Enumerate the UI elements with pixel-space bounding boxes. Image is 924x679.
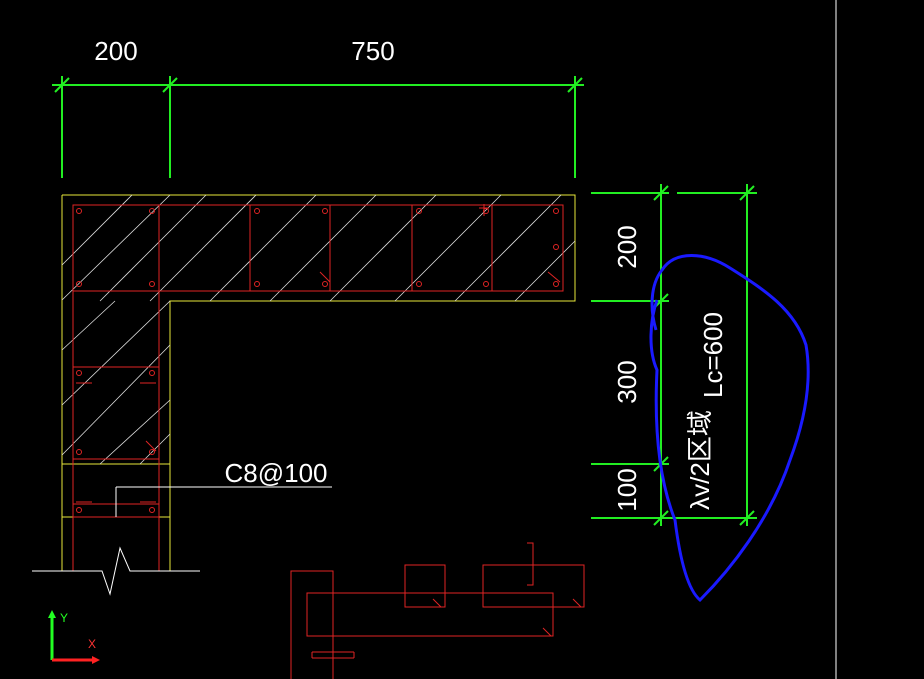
rebar-bar [149, 208, 155, 214]
hatch-line [61, 300, 171, 406]
rebar-bar [76, 449, 82, 455]
rebar-bar [149, 449, 155, 455]
rebar-hook-4 [547, 271, 561, 283]
rebar-tie-3 [72, 366, 160, 460]
detail-hook-2 [542, 627, 552, 637]
right-tick-5 [739, 185, 755, 201]
hatch-line [99, 399, 171, 465]
wall-outer-boundary [62, 194, 576, 571]
region-label: λv/2区域 [685, 410, 715, 510]
detail-tie-1 [404, 564, 446, 608]
top-dimension[interactable] [52, 76, 584, 178]
rebar-bar [149, 281, 155, 287]
right-dim-text-300: 300 [612, 360, 642, 403]
top-tick-3 [567, 77, 583, 93]
right-tick-6 [739, 510, 755, 526]
detail-hook-1 [527, 542, 534, 586]
rebar-bar [76, 208, 82, 214]
hatch-line [99, 194, 207, 302]
top-tick-2 [162, 77, 178, 93]
rebar-leader[interactable] [115, 486, 332, 517]
rebar-bar [254, 281, 260, 287]
right-tick-1 [653, 185, 669, 201]
rebar-bar [149, 507, 155, 513]
right-tick-4 [653, 510, 669, 526]
break-line [32, 546, 200, 596]
detail-column [290, 570, 334, 679]
hatch-line [269, 194, 377, 302]
detail-hook-4 [572, 598, 582, 608]
rebar-layout[interactable] [72, 204, 564, 571]
hatch-line [514, 240, 576, 302]
rebar-spec-label: C8@100 [224, 458, 327, 488]
rebar-column-stirrup [72, 204, 160, 460]
ucs-x-label: X [88, 637, 96, 651]
ucs-y-label: Y [60, 611, 68, 625]
top-dim-text-200: 200 [94, 36, 137, 66]
rebar-bar [76, 507, 82, 513]
hatch-line [61, 344, 171, 456]
rebar-bar [416, 281, 422, 287]
rebar-bar [76, 281, 82, 287]
concrete-hatch [61, 194, 576, 465]
hatch-line [394, 194, 502, 302]
hatch-line [454, 194, 562, 302]
rebar-bar [483, 281, 489, 287]
detail-hook-3 [432, 598, 442, 608]
hatch-line [61, 194, 133, 266]
top-dim-text-750: 750 [351, 36, 394, 66]
rebar-bar [553, 244, 559, 250]
right-dim-text-100: 100 [612, 468, 642, 511]
hatch-line [61, 300, 116, 351]
rebar-bar [149, 370, 155, 376]
rebar-bar [322, 281, 328, 287]
right-dim-text-lc: Lc=600 [698, 312, 728, 398]
wall-outline[interactable] [61, 194, 576, 571]
hatch-line [61, 194, 171, 301]
lower-detail[interactable] [290, 542, 585, 679]
rebar-bar [483, 208, 489, 214]
rebar-longitudinal-bars [76, 208, 559, 513]
hatch-line [149, 194, 257, 302]
hatch-line [209, 194, 317, 302]
rebar-bar [416, 208, 422, 214]
top-tick-1 [54, 77, 70, 93]
right-dim-text-200: 200 [612, 225, 642, 268]
ucs-x-arrow [92, 656, 100, 664]
rebar-hook-3 [319, 271, 331, 283]
ucs-icon [48, 610, 100, 664]
hatch-line [329, 194, 437, 302]
rebar-bar [322, 208, 328, 214]
rebar-bar [254, 208, 260, 214]
rebar-hook-7 [145, 440, 157, 452]
ucs-y-arrow [48, 610, 56, 618]
rebar-bar [553, 208, 559, 214]
rebar-bar [76, 370, 82, 376]
rebar-tie-2 [411, 204, 493, 292]
rebar-bar [553, 281, 559, 287]
handdrawn-annotation-loop [649, 254, 810, 603]
detail-stirrup-long [306, 592, 554, 637]
rebar-tie-1 [249, 204, 331, 292]
